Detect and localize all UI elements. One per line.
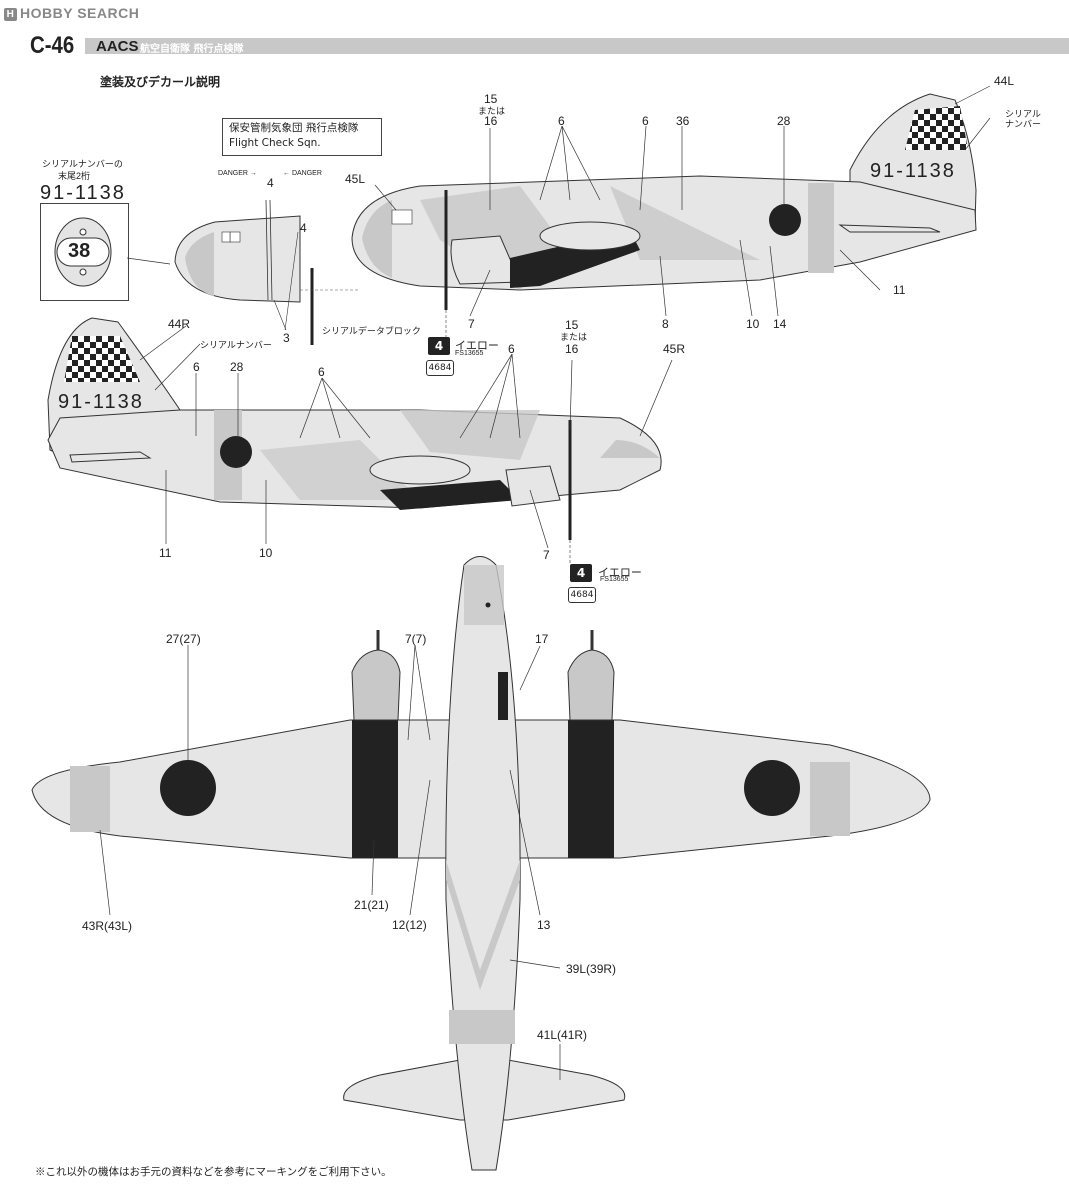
left-tail-serial: 91-1138 xyxy=(870,160,956,182)
callout-13: 13 xyxy=(537,918,551,932)
nose-detail-view xyxy=(174,199,360,345)
paint-chip-code-left: 4684 xyxy=(426,360,454,376)
callout-7-right: 7 xyxy=(543,548,550,562)
callout-11-right: 11 xyxy=(159,546,172,560)
callout-39: 39L(39R) xyxy=(566,962,617,976)
callout-7-top: 7(7) xyxy=(405,632,427,646)
page-title-japanese: 航空自衛隊 飛行点検隊 xyxy=(140,44,244,55)
paint-chip-number-right: 4 xyxy=(570,564,592,582)
callout-15-right: 15 xyxy=(565,318,579,332)
callout-6-right-a: 6 xyxy=(193,360,200,374)
paint-chip-name-left: イエロー xyxy=(455,340,499,352)
unit-box: 保安管制気象団 飛行点検隊 Flight Check Sqn. xyxy=(222,118,382,156)
callout-41: 41L(41R) xyxy=(537,1028,588,1042)
callout-or-left: または xyxy=(478,106,506,116)
left-side-view: 91-1138 xyxy=(351,93,977,340)
callout-6-left-a: 6 xyxy=(558,114,565,128)
serial-badge-text: 38 xyxy=(68,240,91,262)
callout-45R: 45R xyxy=(663,342,686,356)
danger-label-right: ← DANGER xyxy=(283,170,322,177)
callout-44L: 44L xyxy=(994,74,1015,88)
top-view xyxy=(31,556,931,1171)
danger-label-left: DANGER → xyxy=(218,170,257,177)
callout-27: 27(27) xyxy=(166,632,201,646)
callout-6-left-b: 6 xyxy=(642,114,649,128)
unit-name-en: Flight Check Sqn. xyxy=(229,137,321,149)
title-bar xyxy=(85,38,1069,54)
right-side-view: 91-1138 xyxy=(47,317,662,565)
callout-14-left: 14 xyxy=(773,317,787,331)
callout-leader-lines xyxy=(99,85,991,1080)
callout-8-left: 8 xyxy=(662,317,669,331)
serial-label-left-2: ナンバー xyxy=(1005,119,1042,129)
callout-10-left: 10 xyxy=(746,317,760,331)
callout-16-right: 16 xyxy=(565,342,579,356)
paint-chip-fs-right: FS13655 xyxy=(600,576,629,583)
unit-name-jp: 保安管制気象団 飛行点検隊 xyxy=(229,122,359,134)
callout-3: 3 xyxy=(283,331,290,345)
page-title: C-46 xyxy=(30,32,75,59)
serial-note-line2: 末尾2桁 xyxy=(58,171,91,181)
callout-6-right-b: 6 xyxy=(318,365,325,379)
callout-6-right-c: 6 xyxy=(508,342,515,356)
serial-label-right: シリアルナンバー xyxy=(200,340,272,350)
callout-43: 43R(43L) xyxy=(82,919,133,933)
callout-7-left: 7 xyxy=(468,317,475,331)
footnote: ※これ以外の機体はお手元の資料などを参考にマーキングをご利用下さい。 xyxy=(35,1166,392,1178)
serial-note-line1: シリアルナンバーの xyxy=(42,159,123,169)
serial-label-left-1: シリアル xyxy=(1005,109,1041,119)
tail-number-badge-graphic xyxy=(54,217,171,287)
serial-note-number: 91-1138 xyxy=(40,182,126,206)
callout-or-right: または xyxy=(560,332,588,342)
callout-28-left: 28 xyxy=(777,114,791,128)
callout-4-a: 4 xyxy=(267,176,274,190)
callout-12: 12(12) xyxy=(392,918,427,932)
serial-data-block-label: シリアルデータブロック xyxy=(322,326,421,336)
callout-44R: 44R xyxy=(168,317,191,331)
paint-chip-name-right: イエロー xyxy=(598,567,642,579)
paint-chip-fs-left: FS13655 xyxy=(455,350,484,357)
page-title-variant: AACS xyxy=(96,38,139,55)
callout-21: 21(21) xyxy=(354,898,389,912)
callout-17: 17 xyxy=(535,632,549,646)
callout-11-left: 11 xyxy=(893,283,906,297)
callout-4-b: 4 xyxy=(300,221,307,235)
section-subtitle: 塗装及びデカール説明 xyxy=(100,75,221,89)
callout-36-left: 36 xyxy=(676,114,690,128)
paint-chip-number-left: 4 xyxy=(428,337,450,355)
right-tail-serial: 91-1138 xyxy=(58,391,144,413)
paint-chip-code-right: 4684 xyxy=(568,587,596,603)
callout-28-right: 28 xyxy=(230,360,244,374)
callout-15-left: 15 xyxy=(484,92,498,106)
logo-icon: H xyxy=(4,8,17,21)
callout-45L: 45L xyxy=(345,172,366,186)
callout-16-left: 16 xyxy=(484,114,498,128)
callout-10-right: 10 xyxy=(259,546,273,560)
